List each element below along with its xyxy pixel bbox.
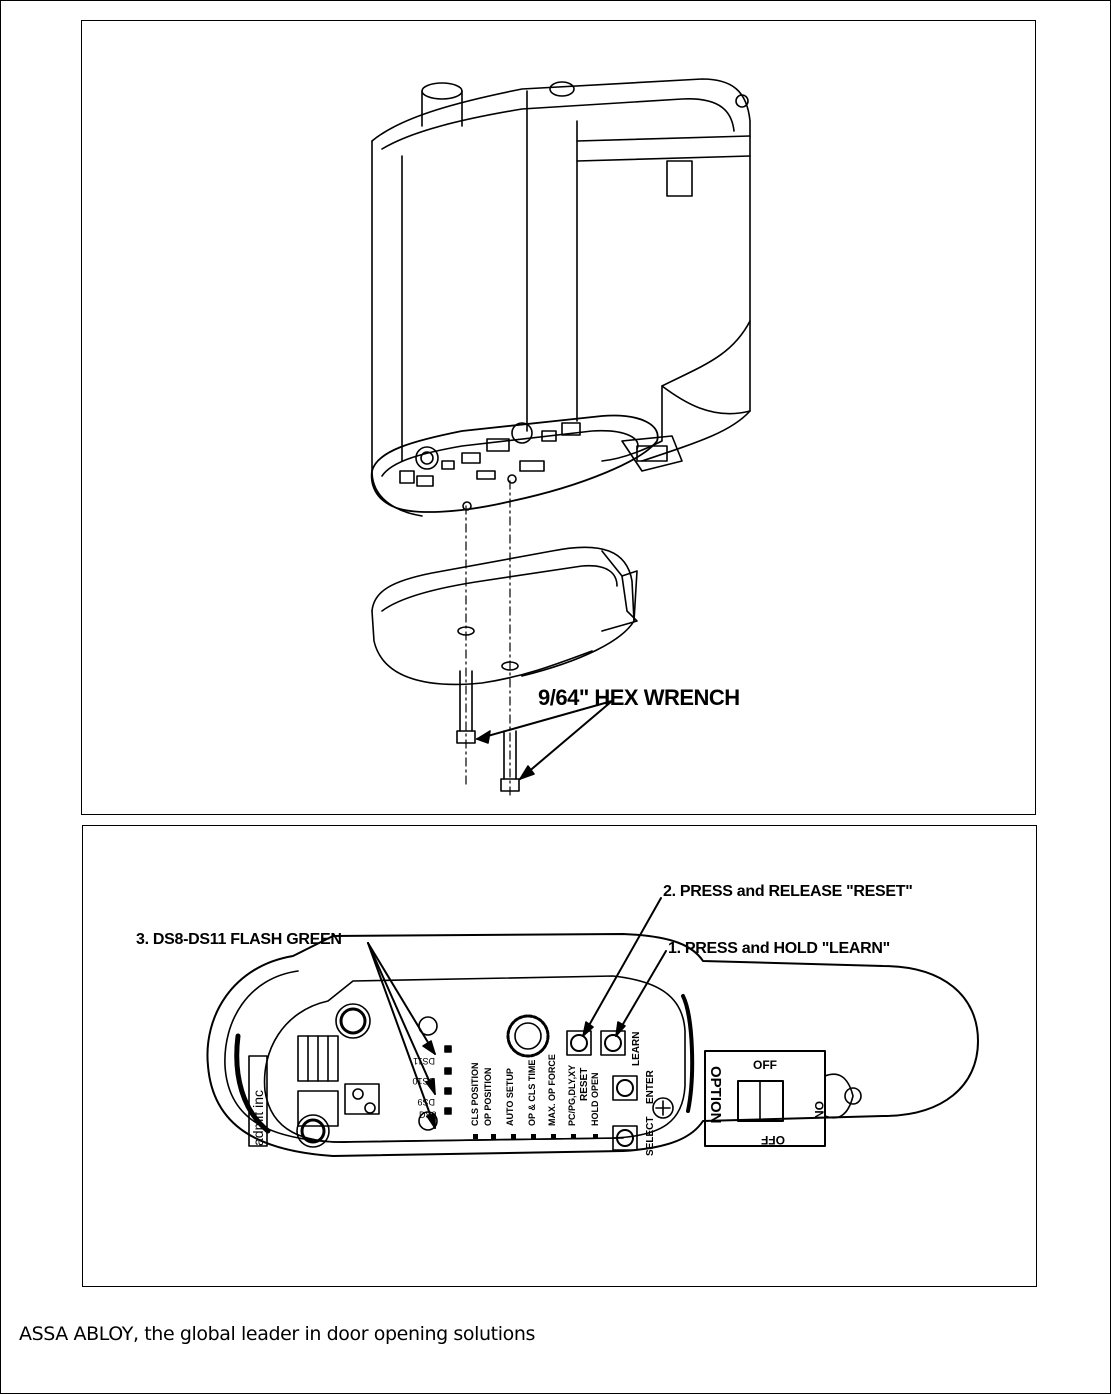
step3-callout: 3. DS8-DS11 FLASH GREEN <box>136 931 342 948</box>
footer-tagline: ASSA ABLOY, the global leader in door op… <box>19 1323 535 1345</box>
enter-label: ENTER <box>645 1069 656 1104</box>
step2-callout: 2. PRESS and RELEASE "RESET" <box>663 883 913 900</box>
figure-learn-procedure: admit inc DS11 DS10 DS9 DS8 CLS POSITION… <box>82 825 1037 1287</box>
learn-label: LEARN <box>631 1032 642 1066</box>
step1-callout: 1. PRESS and HOLD "LEARN" <box>668 940 890 957</box>
setting-max-op-force: MAX. OP FORCE <box>547 1054 557 1126</box>
switch-off-bottom: OFF <box>761 1133 785 1147</box>
setting-hold-open: HOLD OPEN <box>590 1072 600 1126</box>
setting-auto-setup: AUTO SETUP <box>505 1068 515 1126</box>
setting-pc-pg-dly-xy: PC/PG,DLY,XY <box>567 1065 577 1126</box>
reset-label: RESET <box>579 1068 590 1101</box>
select-label: SELECT <box>645 1117 656 1156</box>
hex-wrench-callout: 9/64" HEX WRENCH <box>538 685 740 710</box>
switch-off-top: OFF <box>753 1058 777 1072</box>
figure-operator-cover-removal: 9/64" HEX WRENCH <box>81 20 1036 815</box>
led-label-ds10: DS10 <box>412 1076 435 1086</box>
brand-label: admit inc <box>250 1090 266 1146</box>
switch-on: ON <box>812 1101 826 1119</box>
operator-exploded-drawing: 9/64" HEX WRENCH <box>370 78 751 797</box>
control-board-drawing: admit inc DS11 DS10 DS9 DS8 CLS POSITION… <box>136 883 979 1157</box>
setting-op-position: OP POSITION <box>483 1068 493 1126</box>
switch-option: OPTION <box>707 1066 724 1124</box>
setting-cls-position: CLS POSITION <box>470 1062 480 1126</box>
led-label-ds11: DS11 <box>413 1056 435 1066</box>
setting-op-cls-time: OP & CLS TIME <box>527 1060 537 1126</box>
